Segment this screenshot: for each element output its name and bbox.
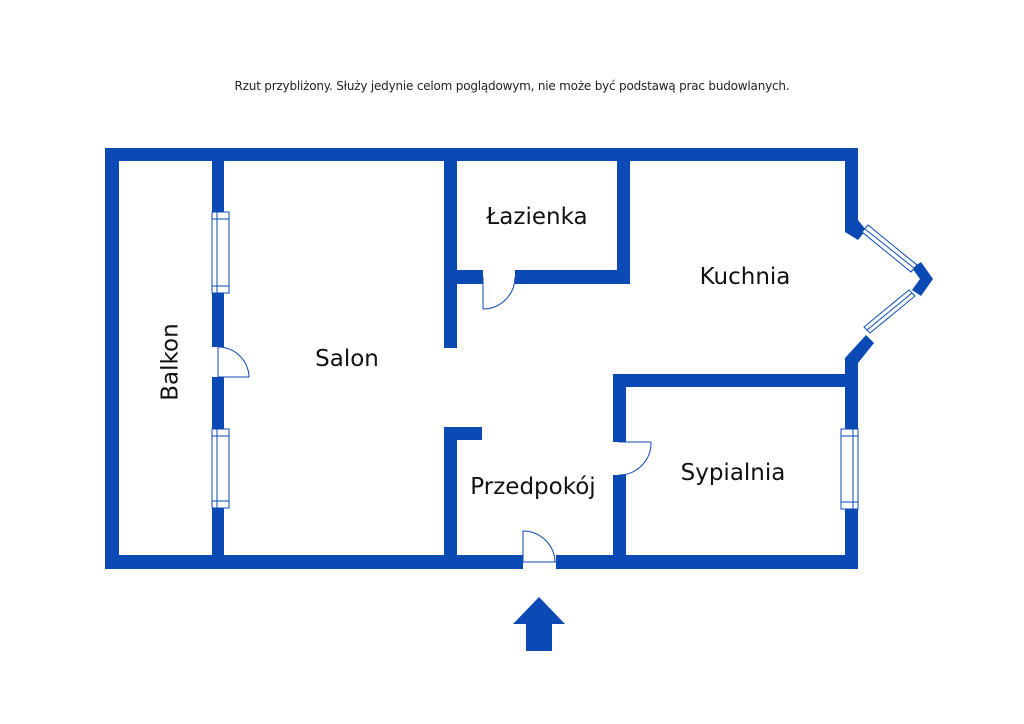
bedroom-west-wall-lower xyxy=(613,475,626,569)
door-bathroom xyxy=(482,276,516,310)
balcony-wall-seg-3 xyxy=(212,377,224,429)
bedroom-north-wall xyxy=(613,374,858,387)
room-label-kitchen: Kuchnia xyxy=(700,264,791,290)
salon-east-wall-upper xyxy=(444,148,457,348)
wall-bottom-left xyxy=(105,555,523,569)
wall-right-upper xyxy=(845,148,858,226)
entrance-arrow-icon xyxy=(513,597,565,651)
bathroom-south-wall-right xyxy=(515,270,630,284)
interior-walls xyxy=(444,148,858,569)
wall-bottom-right xyxy=(556,555,858,569)
room-label-balcony: Balkon xyxy=(158,323,184,400)
wall-bay-upper xyxy=(845,220,866,240)
hallway-stub-wall xyxy=(444,427,482,440)
bathroom-east-wall xyxy=(617,148,630,284)
room-label-hallway: Przedpokój xyxy=(470,474,595,500)
room-label-bathroom: Łazienka xyxy=(485,204,587,230)
balcony-wall xyxy=(212,148,224,569)
bedroom-west-wall-upper xyxy=(613,374,626,442)
room-label-living-room: Salon xyxy=(315,346,379,372)
wall-bay-lower xyxy=(845,335,874,371)
door-entrance xyxy=(522,530,556,563)
wall-bay-tip xyxy=(912,262,933,296)
balcony-wall-seg-1 xyxy=(212,148,224,212)
window-kitchen-upper xyxy=(861,224,918,273)
window-kitchen-lower xyxy=(863,289,916,334)
balcony-wall-seg-4 xyxy=(212,508,224,569)
door-balcony xyxy=(217,346,250,378)
bathroom-south-wall-left xyxy=(444,270,483,284)
windows xyxy=(211,211,918,510)
window-bedroom xyxy=(840,428,859,510)
room-label-bedroom: Sypialnia xyxy=(681,460,786,486)
disclaimer-text: Rzut przybliżony. Służy jedynie celom po… xyxy=(234,79,790,93)
door-bedroom xyxy=(618,441,652,476)
wall-top xyxy=(105,148,858,161)
window-balcony-lower xyxy=(211,428,230,509)
wall-left xyxy=(105,148,119,569)
doors xyxy=(217,276,652,563)
window-balcony-upper xyxy=(211,211,230,294)
salon-east-wall-lower xyxy=(444,427,457,569)
balcony-wall-seg-2 xyxy=(212,293,224,347)
